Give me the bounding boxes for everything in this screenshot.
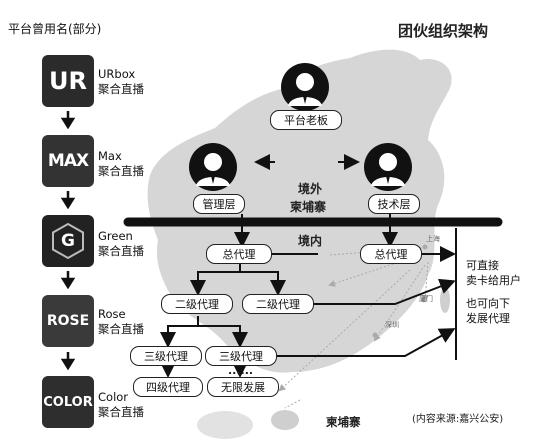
domestic-label: 境内	[298, 234, 323, 248]
right-note-develop-agents: 也可向下 发展代理	[466, 297, 510, 325]
taiwan-island	[440, 287, 450, 313]
ellipsis-label: ......	[228, 364, 254, 377]
cambodia-label: 柬埔寨	[290, 200, 327, 214]
right-note-direct-sale: 可直接 卖卡给用户	[466, 259, 521, 287]
general-agent-right-box: 总代理	[360, 244, 422, 264]
overseas-label: 境外	[298, 182, 323, 196]
app-label-color: Color 聚合直播	[98, 390, 144, 419]
urbox-logo-icon: UR	[42, 55, 94, 107]
rose-logo-icon: ROSE	[42, 295, 94, 347]
map-label-shanghai: 上海	[426, 235, 440, 243]
max-logo-icon: MAX	[42, 135, 94, 187]
management-person-icon	[189, 143, 237, 191]
boss-person-icon	[281, 63, 329, 111]
app-label-green: Green 聚合直播	[98, 229, 144, 258]
tech-box: 技术层	[368, 194, 420, 214]
down-arrow-icon	[61, 191, 75, 209]
color-logo-icon: COLOR	[42, 376, 94, 428]
third-level-agent-box: 三级代理	[130, 346, 202, 366]
unlimited-development-box: 无限发展	[207, 377, 279, 397]
left-panel-heading: 平台曾用名(部分)	[8, 22, 102, 36]
cambodia-bottom-label: 柬埔寨	[326, 415, 361, 429]
cambodia-region	[197, 411, 253, 439]
management-box: 管理层	[193, 194, 245, 214]
down-arrow-icon	[61, 111, 75, 129]
app-label-urbox: URbox 聚合直播	[98, 67, 144, 96]
green-logo-icon: G	[42, 215, 94, 267]
source-note: (内容来源:嘉兴公安)	[412, 414, 504, 425]
tech-person-icon	[364, 143, 412, 191]
boss-box: 平台老板	[270, 110, 342, 130]
hexagon-icon	[52, 222, 84, 260]
map-label-xiamen: 厦门	[419, 295, 433, 303]
second-level-agent-box: 二级代理	[161, 294, 233, 314]
china-map-shape	[147, 49, 452, 373]
app-label-rose: Rose 聚合直播	[98, 307, 144, 336]
down-arrow-icon	[61, 271, 75, 289]
app-label-max: Max 聚合直播	[98, 149, 144, 178]
general-agent-left-box: 总代理	[206, 244, 272, 264]
third-level-agent-box: 三级代理	[205, 346, 277, 366]
diagram-title: 团伙组织架构	[398, 22, 489, 40]
map-label-shenzhen: 深圳	[385, 321, 399, 329]
fourth-level-agent-box: 四级代理	[133, 377, 203, 397]
second-level-agent-box: 二级代理	[242, 294, 314, 314]
down-arrow-icon	[61, 352, 75, 370]
hainan-island	[271, 410, 299, 430]
